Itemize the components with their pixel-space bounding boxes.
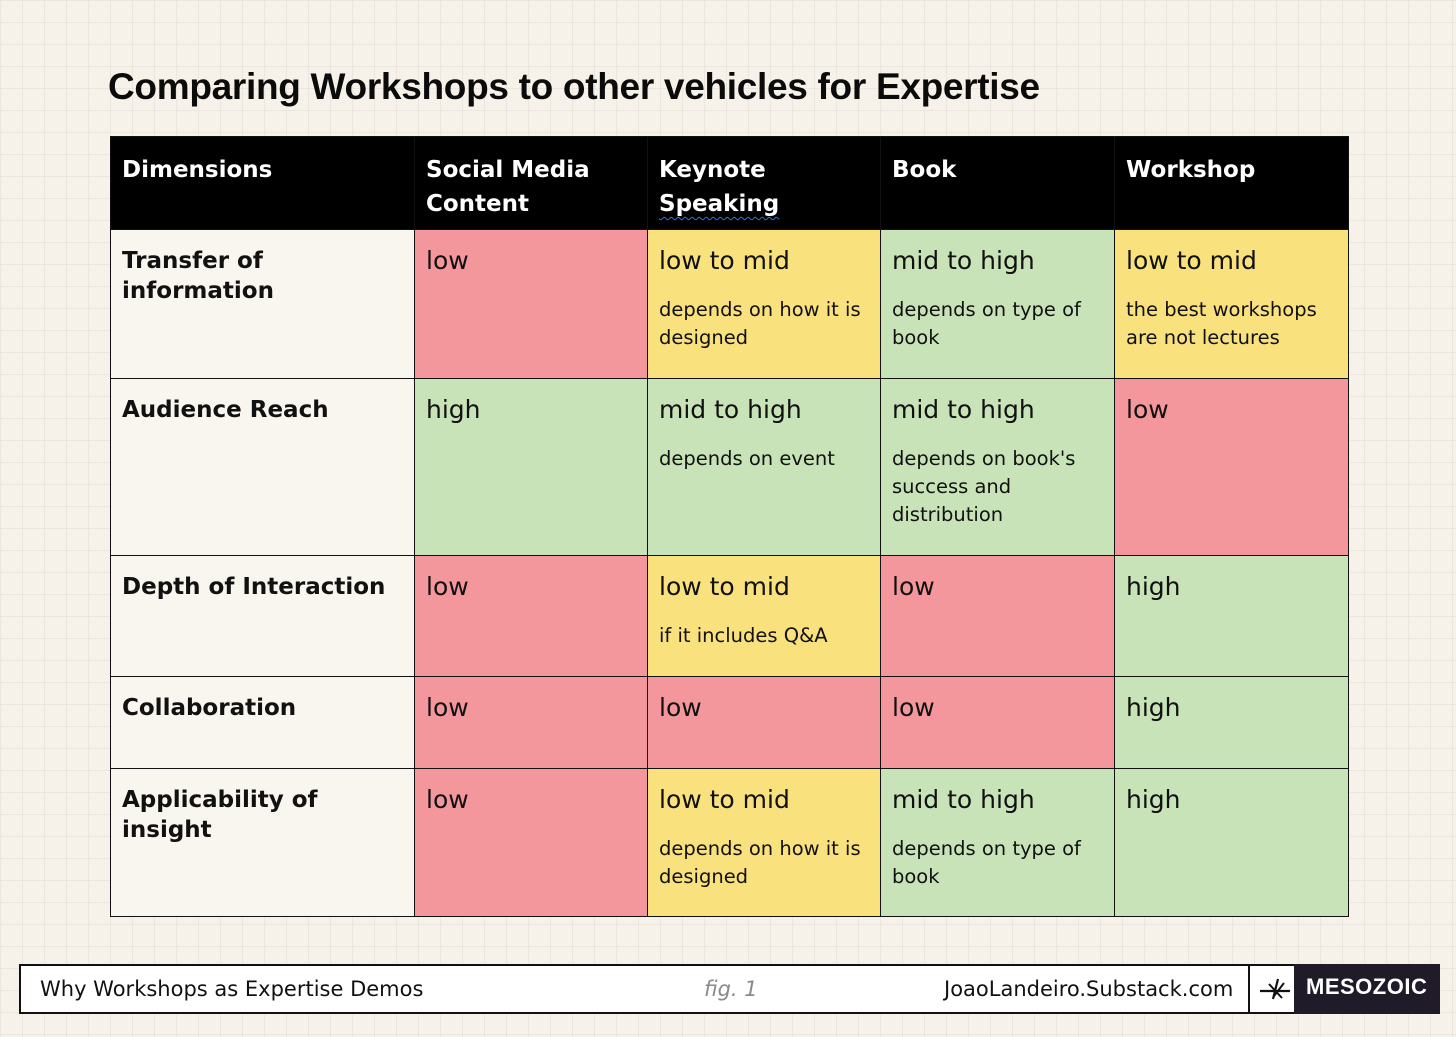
rating-note: depends on type of book xyxy=(892,298,1081,349)
row-dimension-label: Depth of Interaction xyxy=(110,555,415,677)
row-dimension-label: Transfer of information xyxy=(110,229,415,379)
page-title: Comparing Workshops to other vehicles fo… xyxy=(108,66,1040,107)
rating-value: high xyxy=(1126,572,1181,601)
row-dimension-label: Collaboration xyxy=(110,676,415,769)
table-row: Audience Reach high mid to high depends on … xyxy=(110,378,1349,556)
row-dimension-label: Applicability of insight xyxy=(110,768,415,917)
rating-value: low xyxy=(1126,395,1169,424)
rating-cell: low xyxy=(647,676,881,769)
rating-value: low to mid xyxy=(659,785,790,814)
rating-cell: high xyxy=(1114,555,1349,677)
rating-note: depends on event xyxy=(659,447,835,470)
table-header-row: Dimensions Social Media Content Keynote … xyxy=(110,136,1349,230)
rating-cell: low xyxy=(880,676,1115,769)
rating-cell: low xyxy=(880,555,1115,677)
rating-cell: low to mid the best workshops are not lec… xyxy=(1114,229,1349,379)
column-header-workshop: Workshop xyxy=(1114,136,1349,230)
rating-value: mid to high xyxy=(892,246,1035,275)
brand-logo: MESOZOIC xyxy=(1248,964,1440,1014)
rating-value: mid to high xyxy=(892,785,1035,814)
figure-label: fig. 1 xyxy=(704,977,758,1001)
rating-value: high xyxy=(1126,785,1181,814)
footer-site-url[interactable]: JoaoLandeiro.Substack.com xyxy=(944,977,1234,1001)
keynote-label: Keynote xyxy=(659,157,766,183)
rating-value: low xyxy=(426,785,469,814)
column-header-social-media: Social Media Content xyxy=(414,136,648,230)
rating-cell: low to mid if it includes Q&A xyxy=(647,555,881,677)
rating-value: high xyxy=(1126,693,1181,722)
rating-value: low xyxy=(426,572,469,601)
brand-name: MESOZOIC xyxy=(1306,974,1428,999)
rating-cell: high xyxy=(1114,768,1349,917)
rating-value: mid to high xyxy=(892,395,1035,424)
rating-value: low xyxy=(659,693,702,722)
rating-value: low xyxy=(892,572,935,601)
rating-value: low to mid xyxy=(659,572,790,601)
table-body: Transfer of information low low to mid depe… xyxy=(110,229,1349,917)
rating-value: low xyxy=(426,246,469,275)
comparison-table: Dimensions Social Media Content Keynote … xyxy=(110,136,1349,917)
rating-cell: low to mid depends on how it is designed xyxy=(647,768,881,917)
rating-cell: low xyxy=(1114,378,1349,556)
table-row: Transfer of information low low to mid depe… xyxy=(110,229,1349,379)
table-row: Collaboration low low low high xyxy=(110,676,1349,769)
rating-cell: high xyxy=(414,378,648,556)
column-header-book: Book xyxy=(880,136,1115,230)
rating-value: low xyxy=(426,693,469,722)
rating-cell: low xyxy=(414,768,648,917)
rating-note: the best workshops are not lectures xyxy=(1126,298,1317,349)
rating-cell: mid to high depends on type of book xyxy=(880,768,1115,917)
rating-value: high xyxy=(426,395,481,424)
rating-note: if it includes Q&A xyxy=(659,624,828,647)
table-row: Depth of Interaction low low to mid if it i… xyxy=(110,555,1349,677)
rating-cell: low to mid depends on how it is designed xyxy=(647,229,881,379)
brand-name-box: MESOZOIC xyxy=(1294,964,1440,1014)
column-header-dimensions: Dimensions xyxy=(110,136,415,230)
column-header-keynote: Keynote Speaking xyxy=(647,136,881,230)
rating-note: depends on type of book xyxy=(892,837,1081,888)
row-dimension-label: Audience Reach xyxy=(110,378,415,556)
rating-value: mid to high xyxy=(659,395,802,424)
rating-value: low xyxy=(892,693,935,722)
rating-note: depends on book's success and distributi… xyxy=(892,447,1076,526)
rating-note: depends on how it is designed xyxy=(659,298,861,349)
footer-bar: Why Workshops as Expertise Demos fig. 1 … xyxy=(19,964,1440,1014)
rating-cell: mid to high depends on event xyxy=(647,378,881,556)
rating-cell: low xyxy=(414,555,648,677)
footer-article-title: Why Workshops as Expertise Demos xyxy=(40,977,424,1001)
rating-cell: high xyxy=(1114,676,1349,769)
rating-value: low to mid xyxy=(659,246,790,275)
speaking-label: Speaking xyxy=(659,191,780,217)
mesozoic-logo-icon xyxy=(1260,978,1290,1000)
rating-value: low to mid xyxy=(1126,246,1257,275)
rating-cell: low xyxy=(414,676,648,769)
rating-cell: low xyxy=(414,229,648,379)
rating-note: depends on how it is designed xyxy=(659,837,861,888)
table-row: Applicability of insight low low to mid dep… xyxy=(110,768,1349,917)
rating-cell: mid to high depends on book's success and… xyxy=(880,378,1115,556)
rating-cell: mid to high depends on type of book xyxy=(880,229,1115,379)
